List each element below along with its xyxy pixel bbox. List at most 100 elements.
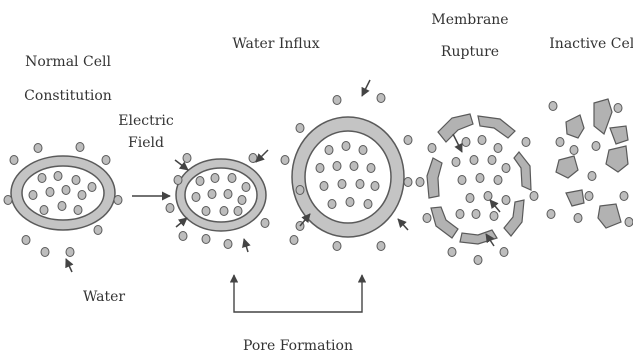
water-molecule: [478, 136, 486, 145]
water-molecule: [281, 156, 289, 165]
water-molecule: [338, 180, 346, 189]
water-molecule: [556, 138, 564, 147]
pore-formation-label: Pore Formation: [243, 338, 353, 354]
water-molecule: [404, 136, 412, 145]
water-molecule: [333, 162, 341, 171]
cell-debris: [556, 99, 628, 228]
permeabilized-cell: [176, 159, 266, 231]
water-molecule: [4, 196, 12, 205]
membrane-fragment: [431, 207, 458, 238]
water-molecule: [208, 190, 216, 199]
water-molecule: [488, 156, 496, 165]
water-molecule: [620, 192, 628, 201]
water-molecule: [29, 191, 37, 200]
water-molecule: [588, 172, 596, 181]
water-molecule: [46, 188, 54, 197]
water-molecule: [522, 138, 530, 147]
water-molecule: [333, 242, 341, 251]
normal-cell-label-line2: Constitution: [24, 88, 112, 104]
debris-piece: [566, 115, 584, 138]
water-molecule: [94, 226, 102, 235]
water-molecule: [484, 192, 492, 201]
water-molecule: [592, 142, 600, 151]
water-molecule: [66, 248, 74, 257]
water-molecule: [228, 174, 236, 183]
water-influx-label: Water Influx: [232, 36, 319, 52]
water-molecule: [500, 248, 508, 257]
water-molecule: [316, 164, 324, 173]
pore-arrow: [398, 219, 408, 230]
water-molecule: [224, 190, 232, 199]
water-molecule: [614, 104, 622, 113]
water-molecule: [356, 180, 364, 189]
water-molecule: [192, 193, 200, 202]
debris-piece: [556, 156, 578, 178]
water-molecule: [72, 176, 80, 185]
water-molecule: [452, 158, 460, 167]
water-molecule: [261, 219, 269, 228]
water-molecule: [585, 192, 593, 201]
water-molecule: [10, 156, 18, 165]
water-molecule: [474, 256, 482, 265]
water-molecule: [346, 198, 354, 207]
water-molecule: [166, 204, 174, 213]
water-molecule: [114, 196, 122, 205]
water-molecule: [364, 200, 372, 209]
electric-field-label-line1: Electric: [118, 113, 174, 129]
water-pointer-arrow: [66, 259, 72, 272]
water-label: Water: [83, 289, 125, 305]
water-molecule: [502, 196, 510, 205]
rupture-arrow: [490, 200, 500, 212]
membrane-fragment: [478, 116, 515, 138]
water-molecule: [102, 156, 110, 165]
normal-cell-label-line1: Normal Cell: [25, 54, 111, 70]
water-molecule: [76, 143, 84, 152]
water-molecule: [625, 218, 633, 227]
pore-arrow: [176, 218, 187, 227]
water-molecule: [328, 200, 336, 209]
water-molecule: [211, 174, 219, 183]
water-molecule: [342, 142, 350, 151]
water-molecule: [38, 174, 46, 183]
water-molecule: [202, 207, 210, 216]
membrane-fragment: [504, 200, 524, 236]
water-molecule: [174, 176, 182, 185]
water-molecule: [333, 96, 341, 105]
debris-piece: [594, 99, 612, 134]
water-molecule: [377, 94, 385, 103]
water-molecule: [359, 146, 367, 155]
water-molecule: [296, 124, 304, 133]
inactive-cell-label: Inactive Cell: [549, 36, 633, 52]
water-molecule: [234, 207, 242, 216]
water-molecule: [466, 194, 474, 203]
water-molecule: [22, 236, 30, 245]
water-molecule: [549, 102, 557, 111]
water-molecule: [54, 172, 62, 181]
water-molecule: [290, 236, 298, 245]
membrane-fragment: [514, 152, 531, 190]
water-molecule: [404, 178, 412, 187]
water-molecule: [472, 210, 480, 219]
water-molecule: [462, 138, 470, 147]
water-molecule: [320, 182, 328, 191]
debris-piece: [566, 190, 584, 206]
water-molecule: [502, 164, 510, 173]
water-molecule: [179, 232, 187, 241]
water-molecule: [476, 174, 484, 183]
swollen-cell: [292, 117, 404, 237]
electric-field-label-line2: Field: [128, 135, 164, 151]
water-molecule: [574, 214, 582, 223]
water-molecule: [371, 182, 379, 191]
water-molecule: [58, 202, 66, 211]
water-molecule: [202, 235, 210, 244]
water-molecule: [196, 177, 204, 186]
water-molecule: [423, 214, 431, 223]
water-molecule: [428, 144, 436, 153]
water-molecule: [350, 162, 358, 171]
water-molecule: [325, 146, 333, 155]
water-molecule: [448, 248, 456, 257]
water-molecule: [458, 176, 466, 185]
debris-piece: [610, 126, 628, 144]
membrane-rupture-label-line1: Membrane: [431, 12, 508, 28]
